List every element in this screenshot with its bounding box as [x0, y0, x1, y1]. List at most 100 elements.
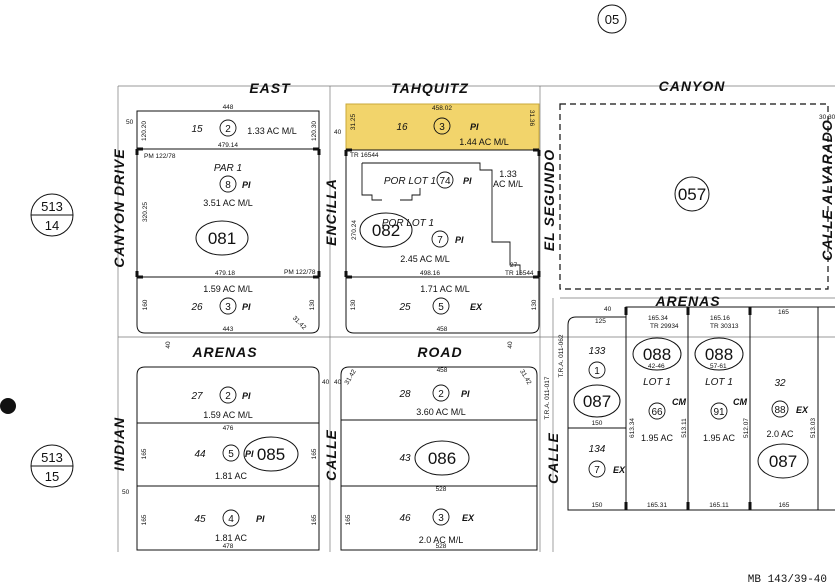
svg-text:31.36: 31.36 — [528, 110, 535, 127]
svg-text:165: 165 — [141, 448, 148, 459]
svg-text:40: 40 — [334, 379, 342, 386]
svg-text:2: 2 — [438, 389, 444, 400]
svg-text:1.95 AC: 1.95 AC — [703, 433, 736, 443]
svg-text:14: 14 — [45, 218, 59, 233]
svg-text:165: 165 — [778, 309, 789, 316]
svg-text:3.51 AC M/L: 3.51 AC M/L — [203, 198, 253, 208]
svg-text:165: 165 — [141, 514, 148, 525]
svg-text:88: 88 — [774, 405, 786, 416]
svg-text:40: 40 — [604, 306, 612, 313]
svg-text:05: 05 — [605, 12, 619, 27]
svg-text:165: 165 — [345, 514, 352, 525]
svg-text:458: 458 — [437, 367, 448, 374]
svg-text:458.02: 458.02 — [432, 105, 452, 112]
svg-text:31.42: 31.42 — [518, 368, 532, 386]
svg-text:16: 16 — [396, 122, 408, 133]
svg-text:134: 134 — [589, 444, 606, 455]
svg-text:T.R.A. 011-062: T.R.A. 011-062 — [558, 334, 565, 377]
svg-text:165.31: 165.31 — [647, 502, 667, 509]
parcel-46[interactable] — [340, 485, 538, 551]
svg-text:513.11: 513.11 — [681, 418, 688, 438]
svg-text:443: 443 — [223, 326, 234, 333]
svg-text:91: 91 — [713, 407, 725, 418]
svg-text:4: 4 — [228, 514, 234, 525]
street-calle-2: CALLE — [545, 432, 561, 484]
svg-text:081: 081 — [208, 229, 236, 248]
svg-text:50: 50 — [126, 119, 134, 126]
boundary-lines — [117, 85, 835, 552]
svg-text:30: 30 — [819, 114, 827, 121]
svg-text:25: 25 — [398, 302, 411, 313]
svg-text:2: 2 — [225, 124, 231, 135]
svg-text:66: 66 — [651, 407, 663, 418]
svg-text:CM: CM — [733, 397, 747, 407]
parcel-16-highlighted[interactable] — [345, 103, 540, 151]
svg-text:088: 088 — [643, 345, 671, 364]
svg-text:PI: PI — [256, 514, 265, 524]
svg-text:27: 27 — [190, 391, 203, 402]
svg-text:PI: PI — [245, 449, 254, 459]
parcel-number-texts: 2 3 8 74 7 3 5 2 2 5 4 3 1 7 66 91 88 — [225, 122, 786, 525]
svg-text:57-61: 57-61 — [710, 363, 727, 370]
svg-text:150: 150 — [592, 420, 603, 427]
svg-text:1.59 AC M/L: 1.59 AC M/L — [203, 284, 253, 294]
street-labels: EAST TAHQUITZ CANYON CANYON DRIVE INDIAN… — [111, 78, 835, 484]
svg-text:125: 125 — [595, 318, 606, 325]
svg-text:PI: PI — [242, 180, 251, 190]
svg-text:1.81 AC: 1.81 AC — [215, 471, 248, 481]
parcel-26[interactable] — [136, 276, 320, 334]
svg-text:479.14: 479.14 — [218, 142, 238, 149]
svg-text:PI: PI — [242, 391, 251, 401]
parcel-25[interactable] — [345, 276, 540, 334]
svg-text:PM 122/78: PM 122/78 — [284, 269, 316, 276]
street-indian: INDIAN — [111, 417, 127, 471]
svg-text:PI: PI — [463, 176, 472, 186]
svg-text:133: 133 — [589, 346, 606, 357]
svg-text:31.42: 31.42 — [291, 315, 308, 332]
svg-text:POR LOT 1: POR LOT 1 — [382, 218, 434, 229]
svg-text:512.07: 512.07 — [743, 418, 750, 438]
svg-text:LOT 1: LOT 1 — [643, 377, 671, 388]
lot-labels: 15 16 PAR 1 POR LOT 1 POR LOT 1 26 25 27… — [190, 122, 786, 525]
parcel-45[interactable] — [136, 485, 320, 551]
registration-dot — [0, 398, 16, 414]
svg-text:PI: PI — [470, 122, 479, 132]
svg-text:1.81 AC: 1.81 AC — [215, 533, 248, 543]
book-ref-1: 513 14 — [30, 193, 74, 237]
parcel-27[interactable] — [136, 366, 320, 424]
svg-text:498.16: 498.16 — [420, 270, 440, 277]
street-calle-alvarado: CALLE ALVARADO — [819, 119, 835, 261]
parcel-28[interactable] — [340, 366, 538, 421]
block-087-088 — [567, 306, 835, 511]
svg-text:513: 513 — [41, 450, 63, 465]
svg-text:458: 458 — [437, 326, 448, 333]
svg-text:TR 16544: TR 16544 — [350, 152, 379, 159]
svg-text:3: 3 — [439, 122, 445, 133]
svg-text:8: 8 — [225, 180, 231, 191]
svg-text:3.60 AC M/L: 3.60 AC M/L — [416, 407, 466, 417]
svg-text:2: 2 — [225, 391, 231, 402]
svg-text:PI: PI — [242, 302, 251, 312]
svg-text:EX: EX — [462, 513, 475, 523]
book-ref-2: 513 15 — [30, 444, 74, 488]
dimension-labels: 448 120.20 120.30 479.14 458.02 31.25 31… — [122, 104, 835, 550]
svg-text:40: 40 — [334, 129, 342, 136]
svg-text:1.33: 1.33 — [499, 169, 517, 179]
svg-text:2.0 AC: 2.0 AC — [766, 429, 794, 439]
street-el-segundo: EL SEGUNDO — [541, 149, 557, 251]
svg-text:087: 087 — [583, 392, 611, 411]
svg-text:43: 43 — [399, 453, 411, 464]
svg-text:120.20: 120.20 — [141, 121, 148, 141]
svg-text:613.34: 613.34 — [629, 418, 636, 438]
svg-text:2.45 AC M/L: 2.45 AC M/L — [400, 254, 450, 264]
svg-text:40: 40 — [165, 341, 172, 349]
svg-text:7: 7 — [437, 235, 443, 246]
svg-text:270.24: 270.24 — [351, 220, 358, 240]
svg-text:28: 28 — [398, 389, 411, 400]
svg-text:27: 27 — [510, 262, 518, 269]
svg-text:1.71 AC M/L: 1.71 AC M/L — [420, 284, 470, 294]
svg-text:1.44 AC M/L: 1.44 AC M/L — [459, 137, 509, 147]
svg-text:TR 16544: TR 16544 — [505, 270, 534, 277]
use-codes: PI PI PI PI PI EX PI PI PI PI EX EX CM C… — [242, 122, 809, 524]
street-tahquitz: TAHQUITZ — [391, 80, 469, 96]
